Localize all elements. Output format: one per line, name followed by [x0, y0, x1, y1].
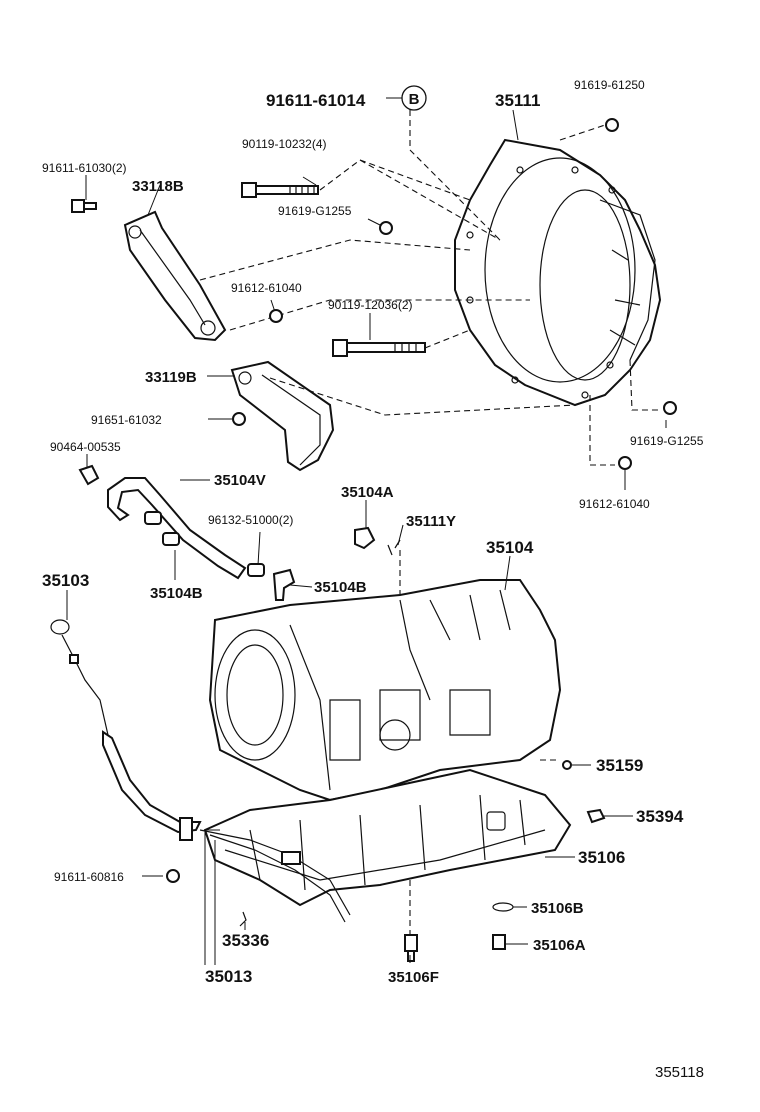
label-33118B: 33118B	[132, 178, 184, 195]
label-90119-10232: 90119-10232(4)	[242, 137, 327, 151]
label-35106: 35106	[578, 848, 625, 867]
label-35159: 35159	[596, 756, 643, 775]
label-91651-61032: 91651-61032	[91, 413, 162, 427]
label-90119-12036: 90119-12036(2)	[328, 298, 413, 312]
label-35106A: 35106A	[533, 937, 586, 954]
label-35104A: 35104A	[341, 484, 394, 501]
figure-number: 355118	[655, 1064, 704, 1081]
label-35104: 35104	[486, 538, 534, 557]
b-badge-letter: B	[409, 91, 420, 108]
bracket-33119B	[230, 360, 335, 472]
circled-b-markers	[166, 118, 677, 883]
bracket-33118B	[123, 210, 227, 342]
label-35104B-left: 35104B	[150, 585, 203, 602]
bolt-90119-12036	[332, 339, 426, 357]
label-91611-61014: 91611-61014	[266, 91, 366, 110]
label-35104B-right: 35104B	[314, 579, 367, 596]
label-35394: 35394	[636, 807, 684, 826]
label-90464-00535: 90464-00535	[50, 440, 121, 454]
transmission-case-35104	[208, 579, 562, 802]
label-33119B: 33119B	[145, 369, 197, 386]
label-35013: 35013	[205, 967, 252, 986]
label-35111Y: 35111Y	[406, 513, 456, 530]
label-91619-61250: 91619-61250	[574, 78, 645, 92]
label-91611-61030: 91611-61030(2)	[42, 161, 127, 175]
converter-housing-35111	[454, 138, 662, 407]
assembly-guide-lines	[199, 100, 660, 935]
b-badge-main: B	[401, 85, 427, 111]
label-35104V: 35104V	[214, 472, 266, 489]
label-35103: 35103	[42, 571, 89, 590]
label-35111: 35111	[495, 91, 540, 110]
bolt-91611-61030	[71, 199, 97, 213]
label-91611-60816: 91611-60816	[54, 870, 124, 884]
breather-hose-35104V	[78, 464, 376, 601]
label-91619-G1255-b: 91619-G1255	[630, 434, 704, 448]
label-91612-61040-a: 91612-61040	[231, 281, 302, 295]
label-35106B: 35106B	[531, 900, 584, 917]
oil-pan-35106	[203, 768, 572, 907]
bolt-90119-10232	[241, 182, 319, 198]
label-35106F: 35106F	[388, 969, 439, 986]
dipstick-35103	[50, 619, 109, 736]
label-91619-G1255-a: 91619-G1255	[278, 204, 352, 218]
label-96132-51000: 96132-51000(2)	[208, 513, 293, 527]
leader-lines	[66, 109, 667, 965]
label-91612-61040-b: 91612-61040	[579, 497, 650, 511]
small-parts	[179, 539, 606, 962]
label-35336: 35336	[222, 931, 269, 950]
